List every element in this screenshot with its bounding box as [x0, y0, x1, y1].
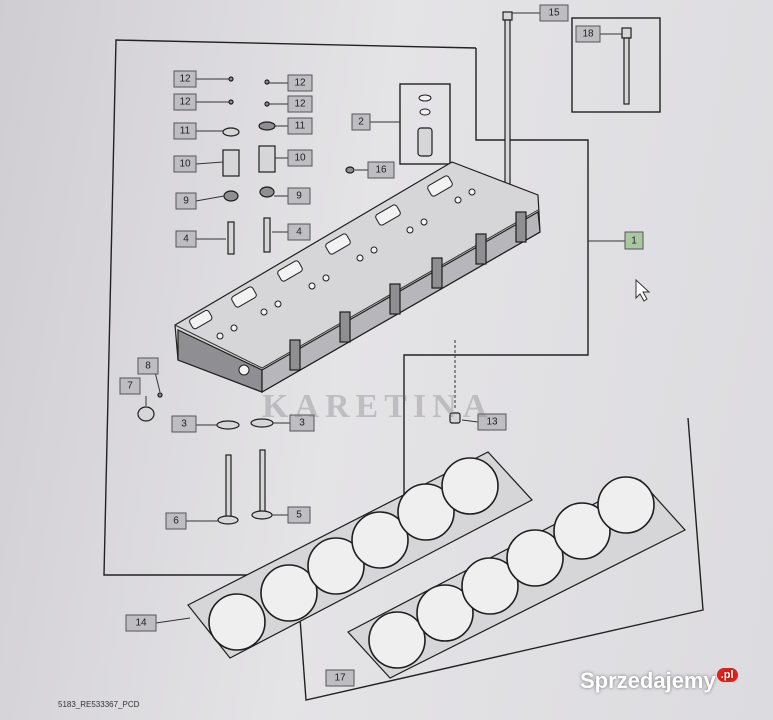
- svg-text:13: 13: [486, 417, 498, 428]
- svg-text:15: 15: [548, 8, 560, 19]
- injector-sleeve-frame: [399, 83, 451, 165]
- svg-text:8: 8: [145, 361, 151, 372]
- head-bolt-15: [502, 11, 513, 196]
- callout-8: 8: [137, 357, 159, 375]
- valve-train-intake: [216, 76, 240, 525]
- svg-text:1: 1: [631, 236, 637, 247]
- leader-lines: [145, 12, 632, 624]
- watermark: KARETINA: [262, 388, 494, 425]
- callout-10-left: 10: [173, 155, 197, 173]
- svg-text:9: 9: [183, 196, 189, 207]
- callout-3-left: 3: [171, 415, 197, 433]
- callout-3-right: 3: [289, 414, 315, 432]
- injector-sleeve-parts: [417, 94, 433, 157]
- site-logo-suffix: .pl: [716, 668, 738, 682]
- callout-12-c: 12: [287, 74, 313, 92]
- site-logo: Sprzedajemy.pl: [580, 668, 738, 694]
- callout-9-right: 9: [287, 187, 311, 205]
- site-logo-text: Sprzedajemy: [580, 668, 716, 693]
- callout-14: 14: [125, 614, 157, 632]
- callout-12-b: 12: [173, 93, 197, 111]
- svg-text:11: 11: [295, 121, 306, 132]
- svg-text:12: 12: [294, 78, 306, 89]
- bolt-18-frame: [571, 17, 661, 113]
- callout-5: 5: [287, 506, 311, 524]
- svg-text:12: 12: [179, 97, 191, 108]
- svg-text:16: 16: [375, 165, 387, 176]
- plug-13: [449, 340, 461, 424]
- valve-train-exhaust: [250, 79, 276, 520]
- svg-text:12: 12: [179, 74, 191, 85]
- callout-7: 7: [119, 377, 141, 395]
- callout-11-left: 11: [173, 122, 197, 140]
- callout-17: 17: [325, 669, 355, 687]
- svg-text:18: 18: [582, 29, 594, 40]
- mouse-cursor-icon: [635, 278, 651, 302]
- callout-10-right: 10: [287, 149, 313, 167]
- callout-13: 13: [477, 413, 507, 431]
- svg-text:10: 10: [179, 159, 191, 170]
- seal-ring-7: [137, 406, 155, 422]
- callout-2: 2: [351, 113, 371, 131]
- callout-6: 6: [165, 512, 187, 530]
- callout-4-right: 4: [287, 223, 311, 241]
- svg-text:3: 3: [181, 419, 187, 430]
- head-gasket-14: [187, 451, 533, 659]
- callout-1: 1: [624, 231, 644, 250]
- plug-16: [345, 166, 355, 174]
- svg-text:4: 4: [183, 234, 189, 245]
- plug-8: [157, 392, 163, 398]
- cylinder-head: [174, 161, 541, 394]
- callout-12-d: 12: [287, 95, 313, 113]
- callout-18: 18: [575, 25, 601, 43]
- svg-text:6: 6: [173, 516, 179, 527]
- callout-9-left: 9: [175, 192, 197, 210]
- svg-text:4: 4: [296, 227, 302, 238]
- head-gasket-17: [347, 476, 686, 679]
- svg-text:10: 10: [294, 153, 306, 164]
- callout-16: 16: [367, 161, 395, 179]
- main-assembly-frame: [103, 39, 589, 576]
- gasket-17-frame: [295, 417, 704, 701]
- svg-text:11: 11: [180, 126, 191, 137]
- callout-4-left: 4: [175, 230, 197, 248]
- svg-text:9: 9: [296, 191, 302, 202]
- callout-15: 15: [539, 4, 569, 22]
- callout-11-right: 11: [287, 117, 313, 135]
- svg-text:3: 3: [299, 418, 305, 429]
- svg-text:2: 2: [358, 117, 364, 128]
- svg-text:17: 17: [334, 673, 346, 684]
- svg-text:12: 12: [294, 99, 306, 110]
- svg-text:5: 5: [296, 510, 302, 521]
- svg-text:7: 7: [127, 381, 133, 392]
- callout-12-a: 12: [173, 70, 197, 88]
- drawing-code: 5183_RE533367_PCD: [58, 700, 140, 709]
- head-bolt-18: [621, 27, 632, 105]
- svg-text:14: 14: [135, 618, 147, 629]
